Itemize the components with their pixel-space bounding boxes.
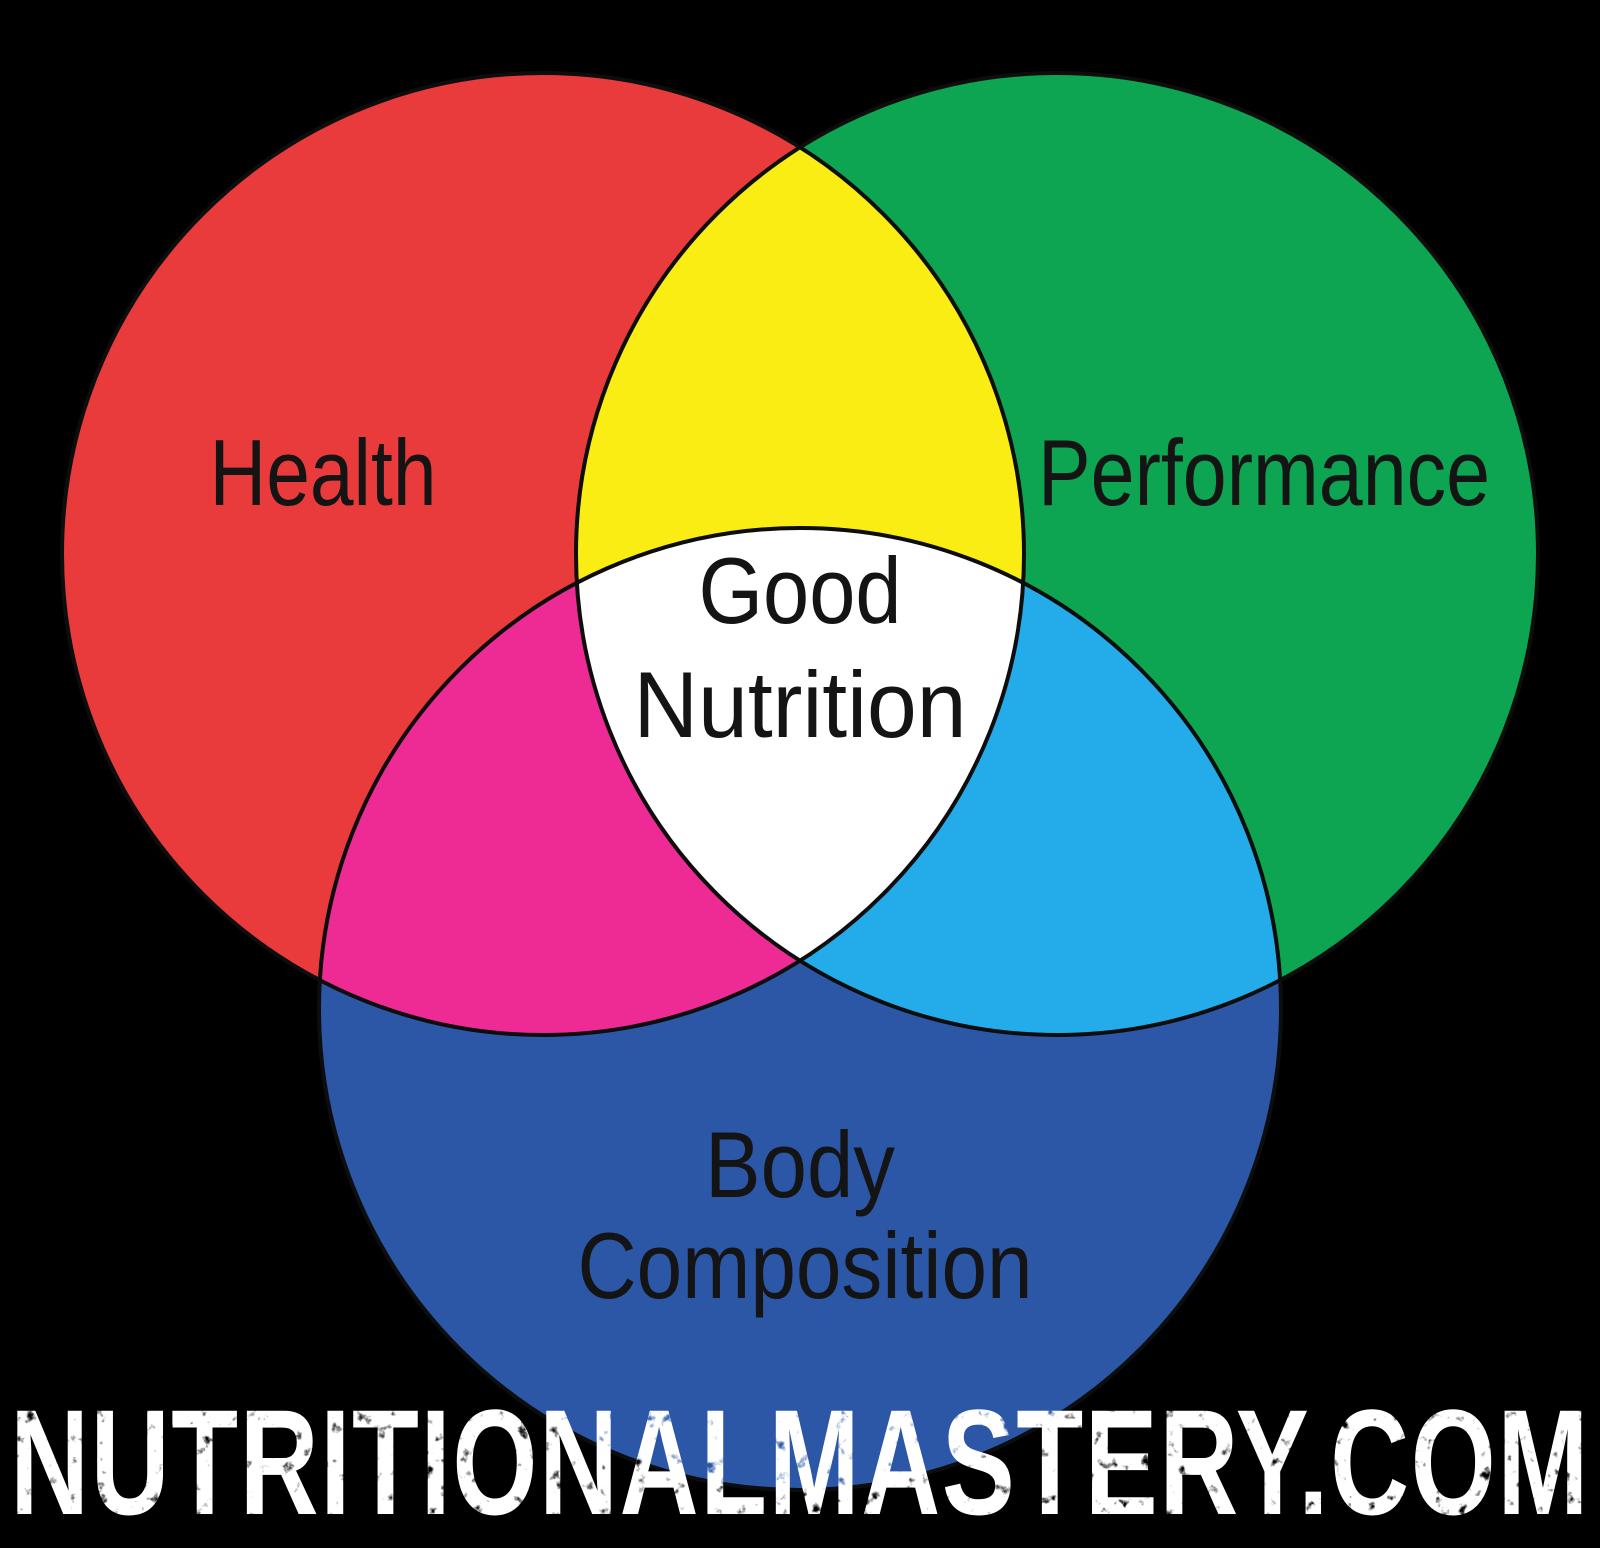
body-composition-label-line2: Composition	[578, 1213, 1033, 1318]
center-label-line2: Nutrition	[634, 652, 967, 757]
performance-label: Performance	[1038, 420, 1490, 525]
body-composition-circle-outline	[317, 526, 1283, 1492]
health-label: Health	[210, 420, 437, 525]
body-composition-label-line1: Body	[705, 1112, 895, 1217]
footer-website-text: NUTRITIONALMASTERY.COM	[10, 1378, 1590, 1546]
health-circle-outline	[60, 71, 1026, 1037]
center-label-line1: Good	[699, 538, 902, 643]
performance-circle-outline	[574, 71, 1540, 1037]
